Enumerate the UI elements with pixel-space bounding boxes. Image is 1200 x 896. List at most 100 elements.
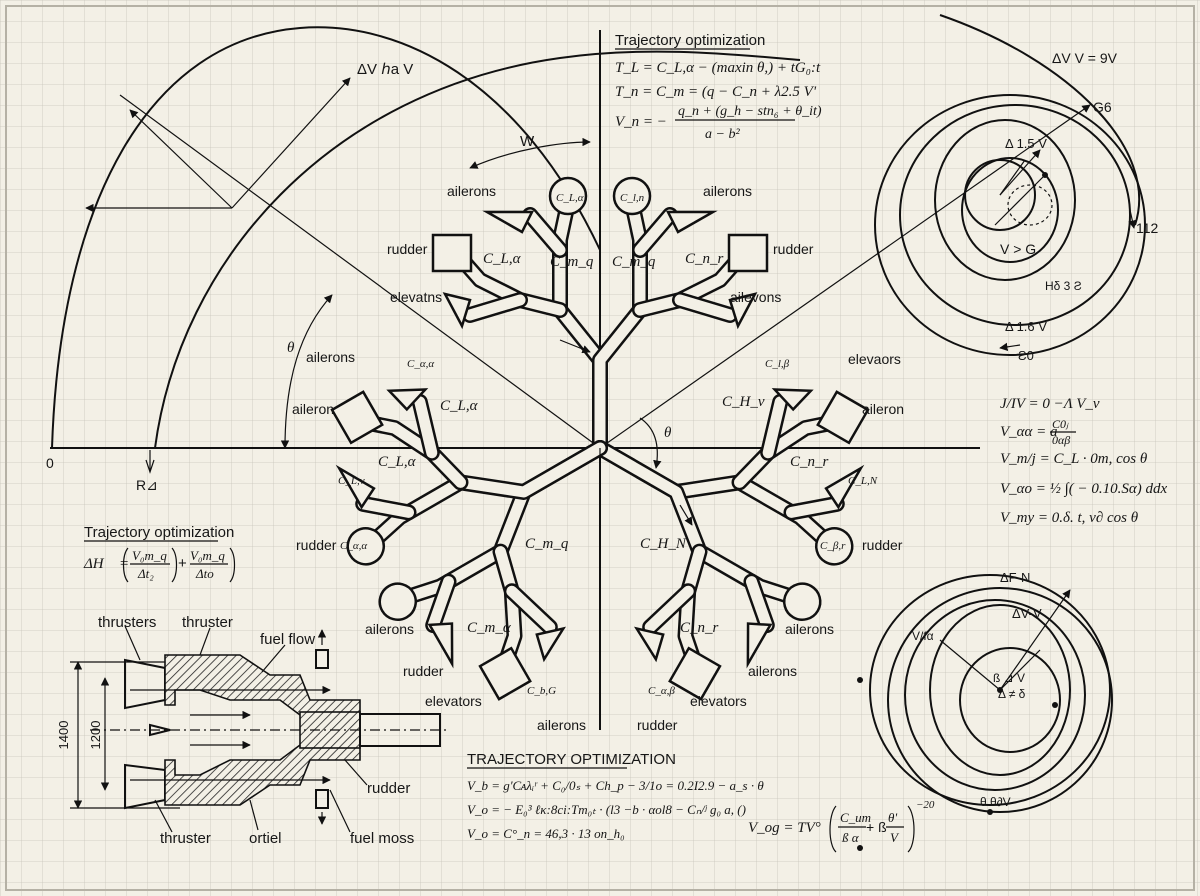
delta-v-label: ΔV ℎa V xyxy=(357,61,413,78)
orbit-pv-label: ß ⊿ V xyxy=(993,671,1025,685)
top-equation-line3-den: a − b² xyxy=(705,127,740,142)
right-equation-line2-lhs: V_αα = a xyxy=(1000,424,1058,440)
snowflake-label: aileron xyxy=(862,401,904,417)
snowflake-coefficient: C_m_q xyxy=(550,254,594,270)
sheet-border xyxy=(5,5,1195,891)
bottom-equation-line3: V_o = C°_n = 46,3 · 13 on_h₀ xyxy=(467,826,625,841)
bottom-right-frac2-num: θʹ xyxy=(888,810,897,825)
top-equation-line1: T_L = C_L,α − (maxin θ,) + tG₀:t xyxy=(615,60,821,76)
orbit-vfa-label: V/fα xyxy=(912,629,934,643)
snowflake-coefficient: C_L,α xyxy=(378,454,417,470)
orbit-dfb-label: Δ ≠ δ xyxy=(998,687,1026,701)
snowflake-label: elevators xyxy=(690,693,747,709)
snowflake-label: ailerons xyxy=(447,183,496,199)
snowflake-coefficient: C_n_r xyxy=(680,620,719,636)
orbit-g6-label: G6 xyxy=(1093,99,1112,115)
snowflake-label: rudder xyxy=(862,537,903,553)
right-equation-line5: V_my = 0.δ. t, v∂ cos θ xyxy=(1000,510,1139,526)
bottom-right-plus: + ß xyxy=(866,819,887,835)
top-equations-title: Trajectory optimization xyxy=(615,32,765,49)
snowflake-label: elevators xyxy=(425,693,482,709)
snowflake-coefficient: C_n_r xyxy=(685,251,724,267)
left-equation-frac2-num: V₀m_q xyxy=(190,548,225,563)
orbit-dfn-label: ΔF-N xyxy=(1000,570,1030,585)
bottom-right-exponent: −20 xyxy=(916,799,935,811)
left-equation-frac2-den: Δto xyxy=(195,566,214,581)
top-equation-line2: T_n = C_m = (q − C_n + λ2.5 V' xyxy=(615,84,817,100)
left-equation-plus: + xyxy=(178,555,187,572)
orbit-diagram-bottom-right xyxy=(857,574,1113,851)
snowflake-label: rudder xyxy=(403,663,444,679)
orbit-bottom-label: θ θ∂V xyxy=(980,795,1011,809)
bottom-equation-line2: V_o = − E₀³ ℓκ:8ci:Tm₀ₜ ∙ (l3 −b · αol8 … xyxy=(467,802,746,817)
left-equation-frac1-num: V₀m_q xyxy=(132,548,167,563)
right-equation-line4: V_αo = ½ ∫( − 0.10.Sα) ddx xyxy=(1000,481,1168,497)
rudder-thruster-label: rudder xyxy=(367,780,410,797)
orbit-d15v-label: Δ 1.5 V xyxy=(1005,136,1047,151)
ortiel-label: ortiel xyxy=(249,830,282,847)
bottom-equation-line1: V_b = gʹCᴀλᵢʳ + C₀/0ₛ + Ch_p − 3/1o = 0.… xyxy=(467,778,764,793)
theta-label-left: θ xyxy=(287,340,295,356)
snowflake-node-label: C_α,α xyxy=(407,358,434,370)
snowflake-theta-label: θ xyxy=(664,425,672,441)
snowflake-label: rudder xyxy=(637,717,678,733)
snowflake-label: ailerons xyxy=(537,717,586,733)
snowflake-coefficient: C_m_q xyxy=(612,254,656,270)
snowflake-label: rudder xyxy=(387,241,428,257)
snowflake-label: aileron xyxy=(292,401,334,417)
fuel-moss-label: fuel moss xyxy=(350,830,414,847)
left-equation-frac1-den: Δt₂ xyxy=(137,566,154,581)
orbit-b0-label: Ƨ0 xyxy=(1018,348,1034,363)
right-equations: J/IV = 0 −Λ V_v V_αα = a C0ⱼ 0αβ V_m/j =… xyxy=(1000,396,1168,526)
orbit-112-label: 112 xyxy=(1136,220,1159,236)
snowflake-coefficient: C_H_v xyxy=(722,394,765,410)
r-label: R⊿ xyxy=(136,477,158,493)
snowflake-node-label: C_L,N xyxy=(848,475,878,487)
snowflake-node-label: C_l,n xyxy=(620,192,645,204)
snowflake-coefficient: C_L,α xyxy=(483,251,522,267)
snowflake-coefficient: C_L,α xyxy=(440,398,479,414)
snowflake-node-label: C_β,r xyxy=(820,540,846,552)
orbit-top-label: ΔV V = 9V xyxy=(1052,50,1118,66)
left-equations: Trajectory optimization ΔH⃗ = V₀m_q Δt₂ … xyxy=(83,524,236,583)
thruster-top-label: thruster xyxy=(182,614,233,631)
w-label: W xyxy=(520,133,535,150)
bottom-equations: TRAJECTORY OPTIMIZATION V_b = gʹCᴀλᵢʳ + … xyxy=(467,751,764,841)
bottom-equations-title: TRAJECTORY OPTIMIZATION xyxy=(467,751,676,768)
snowflake-label: ailerons xyxy=(306,349,355,365)
top-equation-line3-lhs: V_n = − xyxy=(615,114,667,130)
bottom-right-equation: V_og = TV° C_um ß α + ß θʹ V −20 xyxy=(748,799,935,853)
right-equation-line2-den: 0αβ xyxy=(1052,433,1070,447)
dim-inner-label: 1200 xyxy=(88,721,103,750)
snowflake-coefficient: C_m_q xyxy=(525,536,569,552)
right-equation-line2-num: C0ⱼ xyxy=(1052,417,1069,431)
thrusters-label: thrusters xyxy=(98,614,156,631)
snowflake-node-label: C_b,G xyxy=(527,685,556,697)
snowflake-coefficient: C_n_r xyxy=(790,454,829,470)
thruster-bottom-label: thruster xyxy=(160,830,211,847)
snowflake-label: ailerons xyxy=(748,663,797,679)
bottom-right-equation-lhs: V_og = TV° xyxy=(748,820,821,836)
left-equations-title: Trajectory optimization xyxy=(84,524,234,541)
bottom-right-frac1-num: C_um xyxy=(840,810,871,825)
snowflake-label: rudder xyxy=(773,241,814,257)
left-equation-lhs: ΔH⃗ = xyxy=(83,556,129,572)
snowflake-label: elevaors xyxy=(848,351,901,367)
snowflake-label: elevatns xyxy=(390,289,442,305)
snowflake-node-label: C_l,β xyxy=(765,358,790,370)
snowflake-label: ailevons xyxy=(730,289,781,305)
orbit-hbs-label: Ηδ 3 Ƨ xyxy=(1045,279,1082,293)
snowflake-label: ailerons xyxy=(365,621,414,637)
thruster-cross-section xyxy=(70,625,450,833)
snowflake-label: ailerons xyxy=(785,621,834,637)
snowflake-coefficient: C_m_α xyxy=(467,620,512,636)
snowflake-labels: ailerons rudder elevatns ailerons aileron ail… xyxy=(292,183,904,733)
right-equation-line3: V_m/j = C_L · 0m, cos θ xyxy=(1000,451,1148,467)
top-equation-line3-num: q_n + (g_h − stn₆ + θ_it) xyxy=(678,104,822,119)
origin-label: 0 xyxy=(46,455,54,471)
bottom-right-frac1-den: ß α xyxy=(841,830,860,845)
snowflake-node-label: C_L,α xyxy=(556,192,584,204)
orbit-vgt-label: V > G xyxy=(1000,241,1036,257)
snowflake-node-label: C_α,β xyxy=(648,685,675,697)
right-equation-line1: J/IV = 0 −Λ V_v xyxy=(1000,396,1100,412)
